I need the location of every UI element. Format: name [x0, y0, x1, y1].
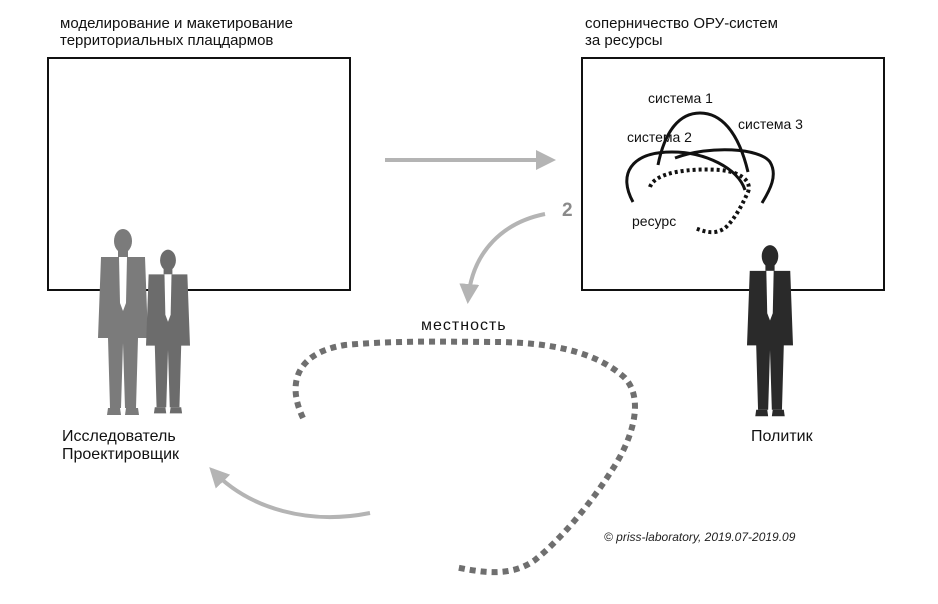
- resource-label: ресурс: [632, 213, 677, 229]
- researcher-role-line2: Проектировщик: [62, 446, 180, 463]
- curved-arrow-icon: [459, 212, 546, 304]
- right-panel-frame: [581, 57, 885, 291]
- copyright-text: © priss-laboratory, 2019.07-2019.09: [604, 530, 796, 544]
- system-3-label: система 3: [738, 116, 803, 132]
- left-panel-title-line2: территориальных плацдармов: [60, 32, 274, 49]
- left-panel-title-line1: моделирование и макетирование: [60, 15, 293, 32]
- terrain-label: местность: [421, 317, 507, 334]
- resource-boundary: [648, 167, 751, 235]
- system-3-arc: [674, 148, 775, 204]
- system-2-label: система 2: [627, 129, 692, 145]
- terrain-boundary: [292, 338, 638, 576]
- system-2-arc: [625, 150, 747, 203]
- right-panel-title-line2: за ресурсы: [585, 32, 663, 49]
- left-panel-frame: [47, 57, 351, 291]
- right-panel-title-line1: соперничество ОРУ-систем: [585, 15, 778, 32]
- researcher-role-line1: Исследователь: [62, 428, 176, 445]
- politician-role: Политик: [751, 428, 813, 445]
- researcher-figure-2: [146, 249, 190, 414]
- step-number: 2: [562, 200, 573, 221]
- researcher-figure-1: [98, 229, 148, 415]
- system-1-arc: [656, 111, 750, 173]
- politician-figure: [747, 245, 793, 417]
- system-1-label: система 1: [648, 90, 713, 106]
- systems-diagram: [625, 111, 775, 204]
- return-arrow-icon: [209, 467, 371, 520]
